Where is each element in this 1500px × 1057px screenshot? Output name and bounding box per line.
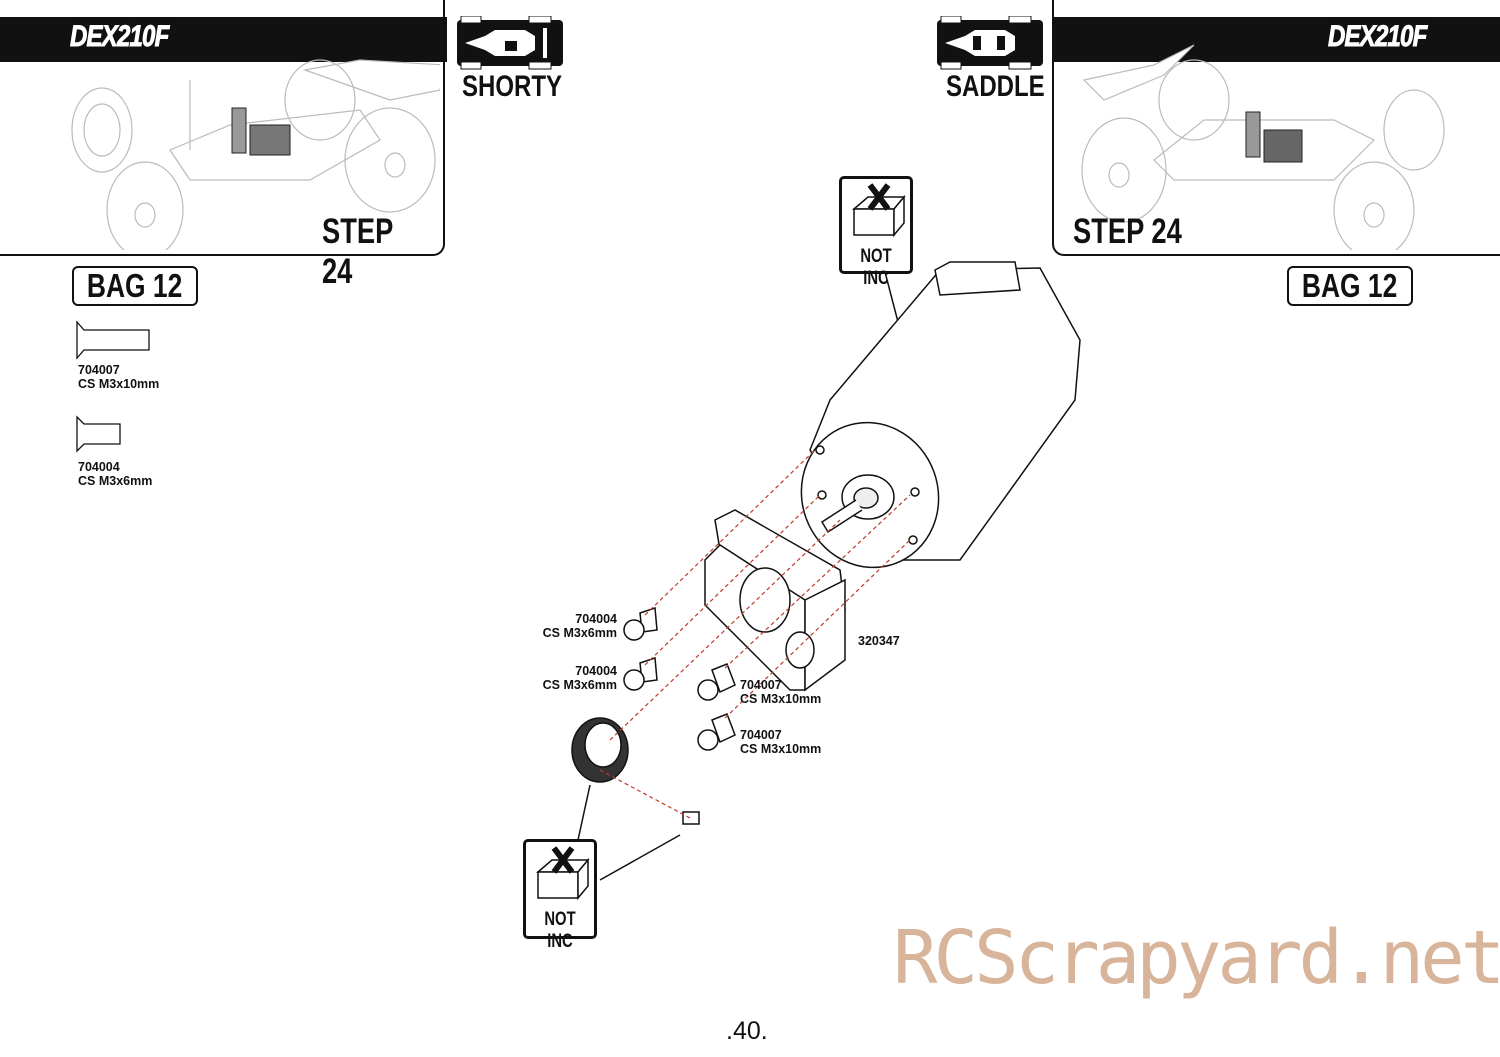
hardware-item: 704007 CS M3x10mm bbox=[78, 363, 159, 391]
motor-mount-320347 bbox=[704, 509, 846, 692]
leader-line bbox=[599, 834, 681, 881]
part-number: 704004 bbox=[575, 664, 617, 678]
callout-label: 704007 CS M3x10mm bbox=[740, 728, 821, 756]
leader-line bbox=[577, 784, 591, 841]
part-description: CS M3x10mm bbox=[78, 377, 160, 391]
part-description: CS M3x10mm bbox=[740, 742, 822, 756]
header-band bbox=[1054, 17, 1500, 62]
alignment-lines bbox=[599, 449, 911, 819]
step-title: STEP 24 bbox=[322, 212, 393, 291]
car-illustration bbox=[71, 59, 440, 250]
screw-704007 bbox=[697, 713, 736, 751]
motor bbox=[800, 261, 1081, 569]
callout-label: 704004 CS M3x6mm bbox=[533, 612, 617, 640]
bag-text: BAG 12 bbox=[1302, 267, 1398, 304]
part-number: 320347 bbox=[858, 634, 900, 648]
not-included-badge-motor: NOT INC bbox=[839, 176, 913, 289]
callout-label: 704007 CS M3x10mm bbox=[740, 678, 821, 706]
not-included-badge-pinion: NOT INC bbox=[523, 839, 597, 952]
box-icon bbox=[535, 846, 590, 901]
set-screw bbox=[682, 811, 700, 825]
screw-704004 bbox=[623, 606, 658, 641]
step-title: STEP 24 bbox=[1073, 212, 1182, 251]
part-number: 704004 bbox=[78, 460, 120, 474]
callout-label: 704004 CS M3x6mm bbox=[533, 664, 617, 692]
screw-704007 bbox=[697, 663, 736, 701]
bag-label-left: BAG 12 bbox=[72, 266, 198, 306]
saddle-chassis-icon bbox=[937, 16, 1043, 70]
car-illustration bbox=[1081, 44, 1445, 250]
page-number: .40. bbox=[726, 1017, 768, 1045]
part-number: 704007 bbox=[740, 678, 782, 692]
not-inc-text: NOT INC bbox=[544, 909, 576, 952]
brand-logo: DEX210F bbox=[1328, 20, 1428, 54]
screw-icons bbox=[76, 320, 150, 453]
part-number: 704007 bbox=[740, 728, 782, 742]
part-number: 704007 bbox=[78, 363, 120, 377]
part-description: CS M3x10mm bbox=[740, 692, 822, 706]
screw-m3x6-icon bbox=[76, 415, 121, 453]
part-description: CS M3x6mm bbox=[542, 678, 617, 692]
header-band bbox=[0, 17, 447, 62]
leader-line bbox=[884, 271, 899, 323]
callout-label-mount: 320347 bbox=[858, 634, 900, 648]
box-icon bbox=[851, 183, 906, 238]
hardware-item: 704004 CS M3x6mm bbox=[78, 460, 152, 488]
pinion-gear bbox=[571, 717, 629, 783]
chassis-label-shorty: SHORTY bbox=[462, 70, 563, 103]
part-number: 704004 bbox=[575, 612, 617, 626]
step-header-shorty: DEX210F STEP 24 bbox=[0, 0, 447, 291]
screw-m3x10-icon bbox=[76, 320, 150, 360]
part-description: CS M3x6mm bbox=[542, 626, 617, 640]
bag-text: BAG 12 bbox=[87, 267, 183, 304]
watermark: RCScrapyard.net bbox=[893, 915, 1500, 1001]
bag-label-right: BAG 12 bbox=[1287, 266, 1413, 306]
step-header-saddle: DEX210F STEP 24 bbox=[1052, 0, 1500, 256]
shorty-chassis-icon bbox=[457, 16, 563, 70]
brand-logo: DEX210F bbox=[70, 20, 170, 54]
screw-704004 bbox=[623, 656, 658, 691]
chassis-label-saddle: SADDLE bbox=[946, 70, 1045, 103]
not-inc-text: NOT INC bbox=[860, 246, 892, 289]
part-description: CS M3x6mm bbox=[78, 474, 153, 488]
